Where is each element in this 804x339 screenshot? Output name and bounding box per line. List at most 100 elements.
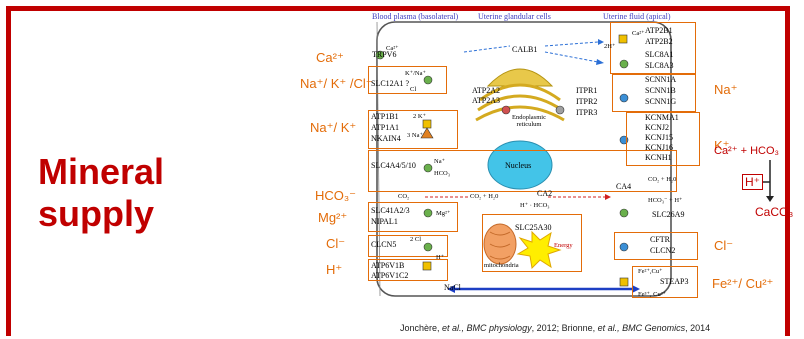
box-scnn1 [612, 74, 696, 112]
gene-trpv6: TRPV6 [372, 50, 397, 59]
ion-mg: Mg²⁺ [318, 210, 348, 225]
gene-atp2b1: ATP2B1 [645, 26, 673, 35]
citation-end: , 2014 [685, 323, 711, 333]
gene-atp2b2: ATP2B2 [645, 37, 673, 46]
ion-right-k: K⁺ [714, 138, 730, 153]
label-na: Na⁺ [434, 158, 446, 165]
gene-slc8a1: SLC8A1 [645, 50, 674, 59]
box-slc41a2 [368, 202, 458, 232]
gene-cftr: CFTR [650, 235, 671, 244]
label-co2-h2o-right: CO₂ + H₂0 [648, 176, 677, 183]
gene-itpr1: ITPR1 [576, 86, 598, 95]
label-fe-cu-out: Fe³⁺, Cu²⁺ [638, 291, 667, 298]
energy-burst-icon [516, 230, 562, 270]
citation-journal2: et al., BMC Genomics [597, 323, 686, 333]
label-2h: 2H⁺ [604, 43, 616, 50]
ion-hco3: HCO₃⁻ [315, 188, 357, 203]
label-nacl: NaCl [444, 283, 461, 292]
reaction-product: CaCO₃ [755, 205, 794, 219]
ion-right-fe-cu: Fe²⁺/ Cu²⁺ [712, 276, 774, 291]
label-nucleus: Nucleus [505, 161, 532, 170]
reaction-proton: H⁺ [742, 174, 763, 190]
label-mitochondria: mitochondria [484, 262, 519, 269]
box-atp1 [368, 110, 458, 149]
label-2k: 2 K⁺ [413, 113, 426, 120]
box-slc25a30 [482, 214, 582, 272]
label-h: H⁺ [436, 254, 445, 261]
ion-na-k: Na⁺/ K⁺ [310, 120, 357, 135]
reaction-reactants: Ca²⁺ + HCO₃ [714, 145, 779, 157]
gene-kcnj15: KCNJ15 [645, 133, 674, 142]
slide-title-line2: supply [38, 193, 155, 234]
label-k-na: K⁺/Na⁺ [405, 70, 426, 77]
ion-h: H⁺ [326, 262, 343, 277]
box-slc12a1 [368, 66, 447, 94]
header-cells: Uterine glandular cells [478, 12, 551, 21]
header-basolateral: Blood plasma (basolateral) [372, 12, 459, 21]
ion-right-cl: Cl⁻ [714, 238, 734, 253]
endoplasmic-reticulum-icon [475, 68, 565, 122]
gene-scnn1b: SCNN1B [645, 86, 676, 95]
gene-atp6v1c2: ATP6V1C2 [371, 271, 409, 280]
box-hco3-row [368, 150, 677, 192]
label-energy: Energy [554, 242, 573, 249]
gene-scnn1g: SCNN1G [645, 97, 677, 106]
slide-title-line1: Mineral [38, 151, 165, 192]
gene-slc8a3: SLC8A3 [645, 61, 674, 70]
citation-journal1: et al., BMC physiology [442, 323, 532, 333]
gene-itpr2: ITPR2 [576, 97, 598, 106]
gene-kcnj2: KCNJ2 [645, 123, 670, 132]
gene-ca4: CA4 [616, 182, 632, 191]
citation-authors1: Jonchère, [400, 323, 443, 333]
gene-atp6v1b: ATP6V1B [371, 261, 405, 270]
gene-ca2: CA2 [537, 189, 553, 198]
box-clcn5 [368, 235, 448, 257]
label-co2-h2o: CO₂ + H₂0 [470, 193, 499, 200]
citation-mid: , 2012; Brionne, [531, 323, 598, 333]
gene-slc25a30: SLC25A30 [515, 223, 552, 232]
slide-frame [6, 6, 790, 336]
label-2cl: 2 Cl [410, 236, 422, 243]
label-cl: Cl [410, 86, 417, 93]
gene-slc12a: SLC12A1 ? [371, 79, 409, 88]
header-apical: Uterine fluid (apical) [603, 12, 671, 21]
label-er: Endoplasmic reticulum [512, 114, 546, 128]
ion-right-na: Na⁺ [714, 82, 738, 97]
gene-kcnj16: KCNJ16 [645, 143, 674, 152]
gene-slc41a2: SLC41A2/3 [371, 206, 410, 215]
gene-clcn5: CLCN5 [371, 240, 397, 249]
gene-itpr3: ITPR3 [576, 108, 598, 117]
label-3na: 3 Na⁺ [407, 132, 423, 139]
gene-kcnh1: KCNH1 [645, 153, 672, 162]
gene-nkain4: NKAIN4 [371, 134, 401, 143]
citation: Jonchère, et al., BMC physiology, 2012; … [400, 323, 710, 333]
gene-slc26a9: SLC26A9 [652, 210, 685, 219]
nucleus-icon [487, 140, 553, 190]
label-h-hco3: H⁺ · HCO₃ [520, 202, 550, 209]
label-ca-out: Ca²⁺ [632, 30, 645, 37]
gene-slc4a4: SLC4A4/5/10 [371, 161, 416, 170]
gene-calb1: CALB1 [512, 45, 538, 54]
box-cftr [614, 232, 698, 260]
mitochondria-icon [483, 223, 517, 265]
gene-atp2a2: ATP2A2 [472, 86, 501, 95]
label-fe-cu-in: Fe²⁺,Cu⁺ [638, 268, 663, 275]
label-co2: CO₂ [398, 193, 410, 200]
box-kcn [626, 112, 700, 166]
label-mg: Mg²⁺ [436, 210, 451, 217]
box-atp2b [610, 22, 696, 74]
ion-ca: Ca²⁺ [316, 50, 344, 65]
ion-cl: Cl⁻ [326, 236, 346, 251]
box-steap3 [632, 266, 698, 298]
gene-atp1a1: ATP1A1 [371, 123, 400, 132]
gene-nipal1: NIPAL1 [371, 217, 398, 226]
label-ca-in: Ca²⁺ [386, 45, 399, 52]
gene-clcn2: CLCN2 [650, 246, 676, 255]
gene-scnn1a: SCNN1A [645, 75, 677, 84]
gene-atp1b1: ATP1B1 [371, 112, 399, 121]
ion-na-k-cl: Na⁺/ K⁺ /Cl⁻ [300, 76, 373, 91]
cell-membrane [376, 21, 672, 297]
gene-atp2a3: ATP2A3 [472, 96, 501, 105]
